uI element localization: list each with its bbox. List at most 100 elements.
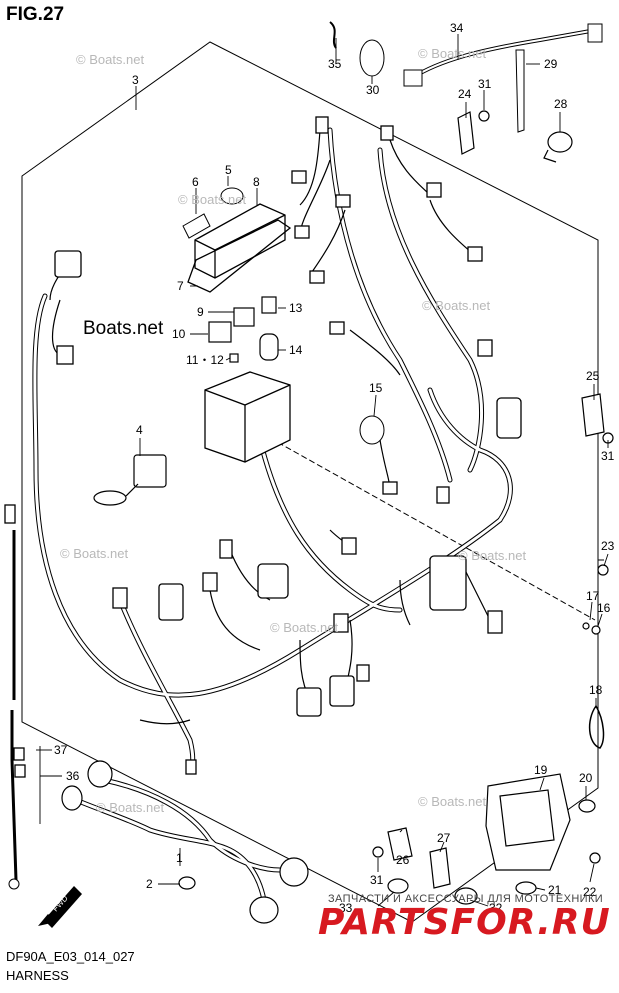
clamp-part-32 — [454, 887, 478, 905]
connector — [477, 339, 493, 357]
callout-10: 10 — [172, 327, 186, 341]
sensor-module — [429, 555, 467, 611]
connector — [333, 613, 349, 633]
callout-28: 28 — [554, 97, 568, 111]
figure-code: DF90A_E03_014_027 — [6, 949, 135, 964]
clip-part-35 — [329, 21, 337, 49]
figure-name: HARNESS — [6, 968, 69, 983]
callout-3: 3 — [132, 73, 139, 87]
watermark: © Boats.net — [76, 52, 145, 67]
harness-part-1 — [73, 777, 283, 903]
relay-part-10 — [208, 321, 232, 343]
connector — [296, 687, 322, 717]
connector — [219, 539, 233, 559]
connector — [356, 664, 370, 682]
callout-8: 8 — [253, 175, 260, 189]
bolt-part-31c — [372, 846, 384, 858]
callout-31b: 31 — [601, 449, 615, 463]
callout-36: 36 — [66, 769, 80, 783]
bracket-part-24 — [457, 111, 475, 155]
callout-31c: 31 — [370, 873, 384, 887]
watermark: © Boats.net — [422, 298, 491, 313]
connector — [382, 481, 398, 495]
plate-part-26 — [387, 827, 413, 861]
callout-32: 32 — [489, 901, 503, 915]
callout-19: 19 — [534, 763, 548, 777]
connector — [202, 572, 218, 592]
wire-part-36 — [10, 530, 18, 881]
callout-15: 15 — [369, 381, 383, 395]
connector — [54, 250, 82, 278]
callout-14: 14 — [289, 343, 303, 357]
bracket-part-19 — [485, 773, 571, 871]
callout-1: 1 — [176, 851, 183, 865]
callout-18: 18 — [589, 683, 603, 697]
callout-26: 26 — [396, 853, 410, 867]
reference-line — [269, 437, 596, 621]
wire-34-connector — [403, 69, 423, 87]
callout-7: 7 — [177, 279, 184, 293]
callout-17: 17 — [586, 589, 600, 603]
callout-33: 33 — [339, 901, 353, 915]
clip-part-18 — [588, 704, 605, 749]
clamp-part-30 — [359, 39, 385, 77]
washer-part-17 — [582, 622, 590, 630]
boot-part-15 — [359, 415, 385, 445]
bolt-part-31a — [478, 110, 490, 122]
watermark: © Boats.net — [458, 548, 527, 563]
callout-24: 24 — [458, 87, 472, 101]
plate-part-25 — [581, 393, 605, 437]
callout-31a: 31 — [478, 77, 492, 91]
connector — [426, 182, 442, 198]
connector — [112, 587, 128, 609]
fuse-box — [187, 203, 292, 293]
shop-tagline: ЗАПЧАСТИ И АКСЕССУАРЫ ДЛЯ МОТОТЕХНИКИ — [328, 893, 604, 905]
bolt-part-23 — [597, 564, 609, 576]
clamp-part-33 — [387, 878, 409, 894]
cap-part-28 — [543, 131, 573, 163]
connector — [315, 116, 329, 134]
callout-30: 30 — [366, 83, 380, 97]
connector — [487, 610, 503, 634]
callout-13: 13 — [289, 301, 303, 315]
callout-34: 34 — [450, 21, 464, 35]
connector — [14, 764, 26, 778]
connector — [467, 246, 483, 262]
relay-part-13 — [261, 296, 277, 314]
callout-6: 6 — [192, 175, 199, 189]
connector — [496, 397, 522, 439]
callout-29: 29 — [544, 57, 558, 71]
connector — [185, 759, 197, 775]
watermark: © Boats.net — [60, 546, 129, 561]
nut-part-2 — [178, 876, 196, 890]
wire-34-end — [587, 23, 603, 43]
grommet-part-5 — [220, 187, 244, 205]
boot-part-1c — [279, 857, 309, 887]
group-box-outline — [21, 41, 599, 923]
connector — [436, 486, 450, 504]
plate-part-27 — [429, 847, 451, 889]
callout-9: 9 — [197, 305, 204, 319]
callout-21: 21 — [548, 883, 562, 897]
watermark: © Boats.net — [178, 192, 247, 207]
callout-37: 37 — [54, 743, 68, 757]
watermark: © Boats.net — [96, 800, 165, 815]
callout-2: 2 — [146, 877, 153, 891]
watermark: © Boats.net — [418, 794, 487, 809]
connector — [335, 194, 351, 208]
clip-part-6 — [182, 213, 211, 239]
tie-part-29 — [515, 49, 525, 133]
callout-25: 25 — [586, 369, 600, 383]
washer-part-16 — [591, 625, 601, 635]
screw-part-22 — [589, 852, 601, 864]
callout-35: 35 — [328, 57, 342, 71]
fuse-part-11 — [229, 353, 239, 363]
cap-part-4 — [93, 454, 167, 506]
connector — [56, 345, 74, 365]
callout-11-12: 11・12 — [186, 353, 224, 367]
watermark: © Boats.net — [418, 46, 487, 61]
callout-16: 16 — [597, 601, 611, 615]
boot-part-1b — [61, 785, 83, 811]
